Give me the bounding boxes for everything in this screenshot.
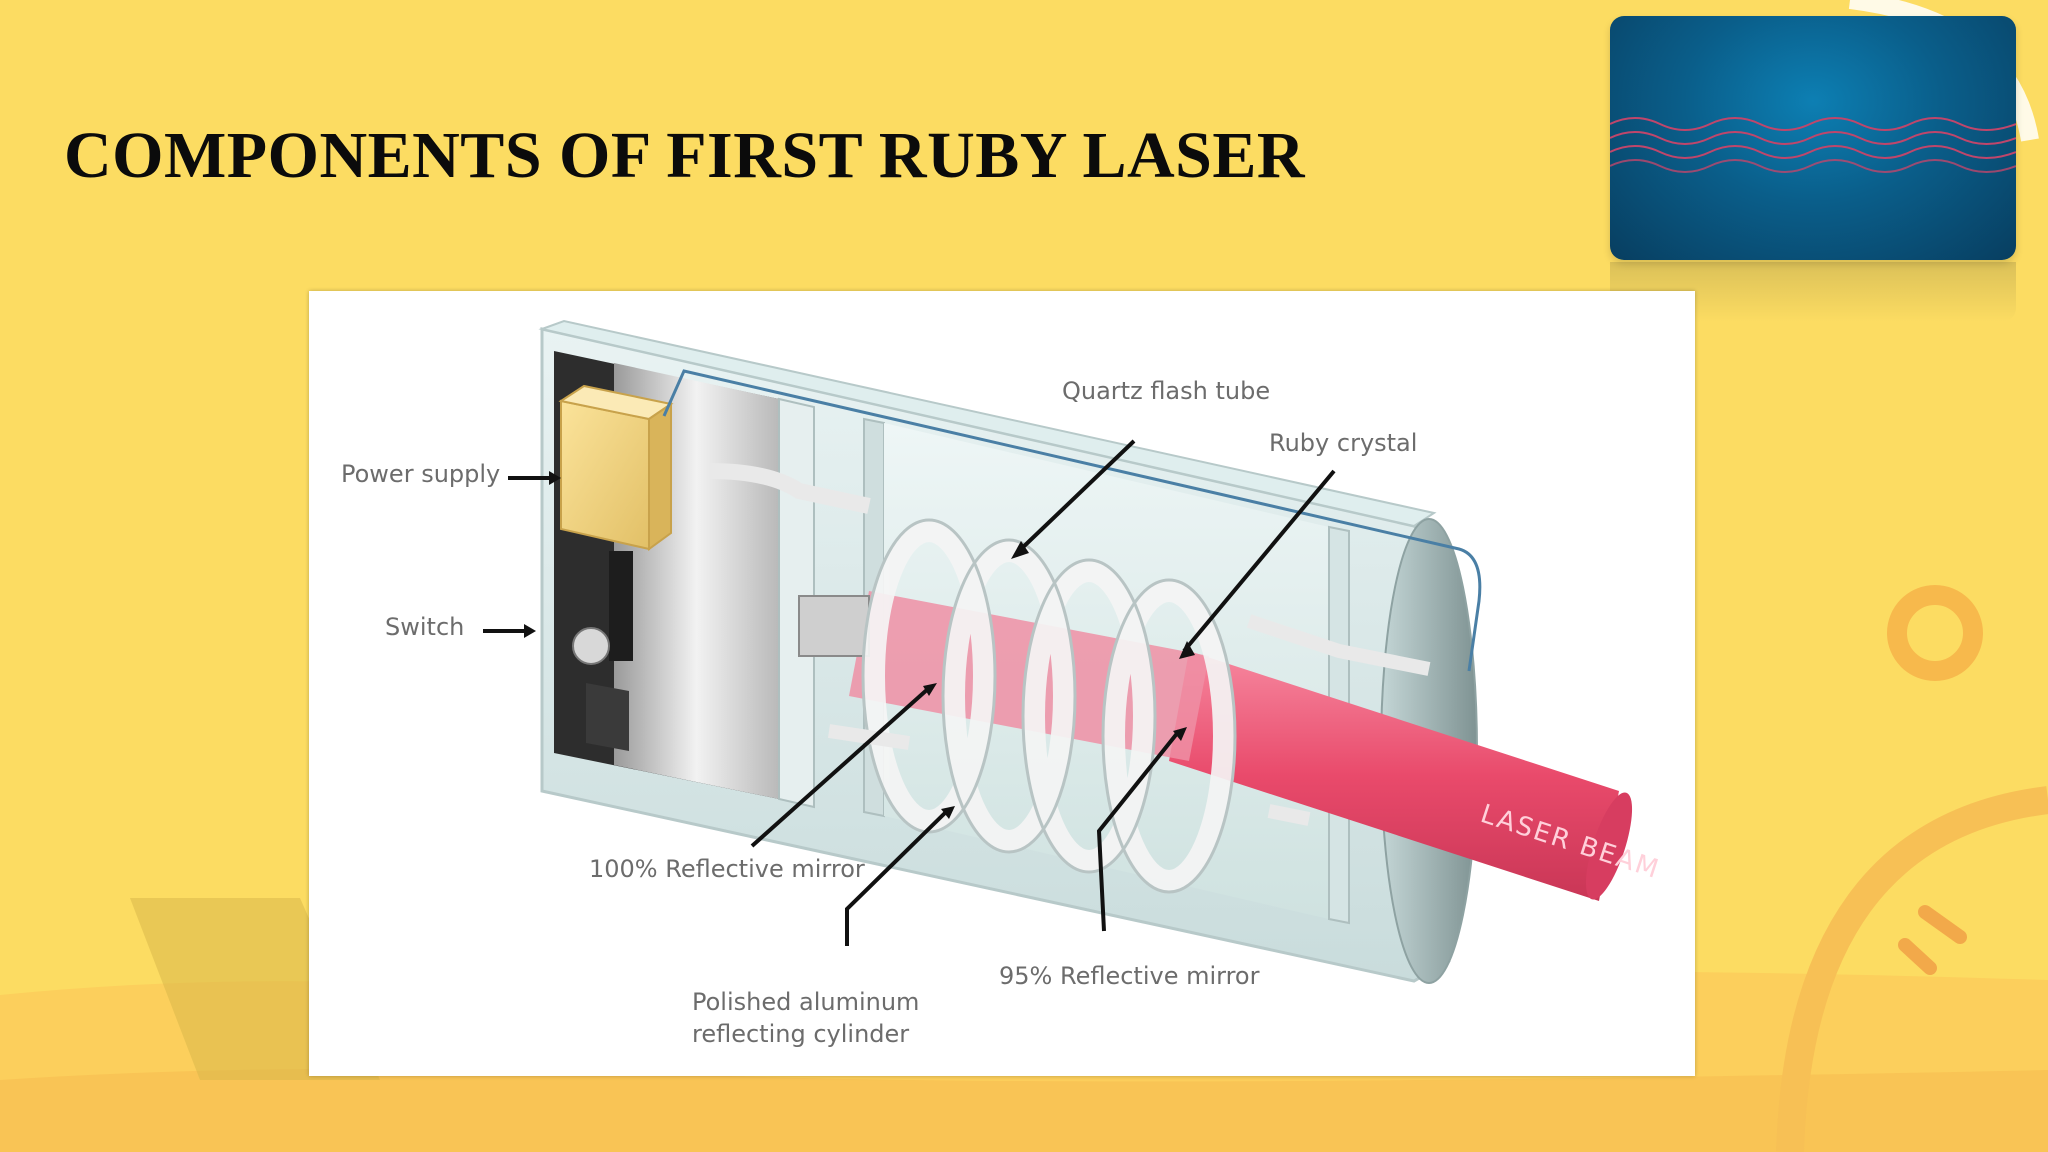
- label-ruby-crystal: Ruby crystal: [1269, 429, 1418, 457]
- wave-graphic: [1610, 117, 2016, 173]
- page-title: COMPONENTS OF FIRST RUBY LASER: [64, 119, 1306, 192]
- laser-illustration: LASER BEAM: [483, 319, 1664, 984]
- thumbnail-image: [1610, 16, 2016, 260]
- label-switch: Switch: [385, 613, 465, 641]
- label-power-supply: Power supply: [341, 460, 501, 488]
- label-polished-cylinder-line2: reflecting cylinder: [692, 1020, 910, 1048]
- label-100-reflective-mirror: 100% Reflective mirror: [589, 855, 865, 883]
- label-polished-cylinder-line1: Polished aluminum: [692, 988, 920, 1016]
- label-95-reflective-mirror: 95% Reflective mirror: [999, 962, 1260, 990]
- ruby-laser-diagram: LASER BEAM Power supply Switch Quartz fl…: [309, 291, 1695, 1076]
- label-quartz-flash-tube: Quartz flash tube: [1062, 377, 1271, 405]
